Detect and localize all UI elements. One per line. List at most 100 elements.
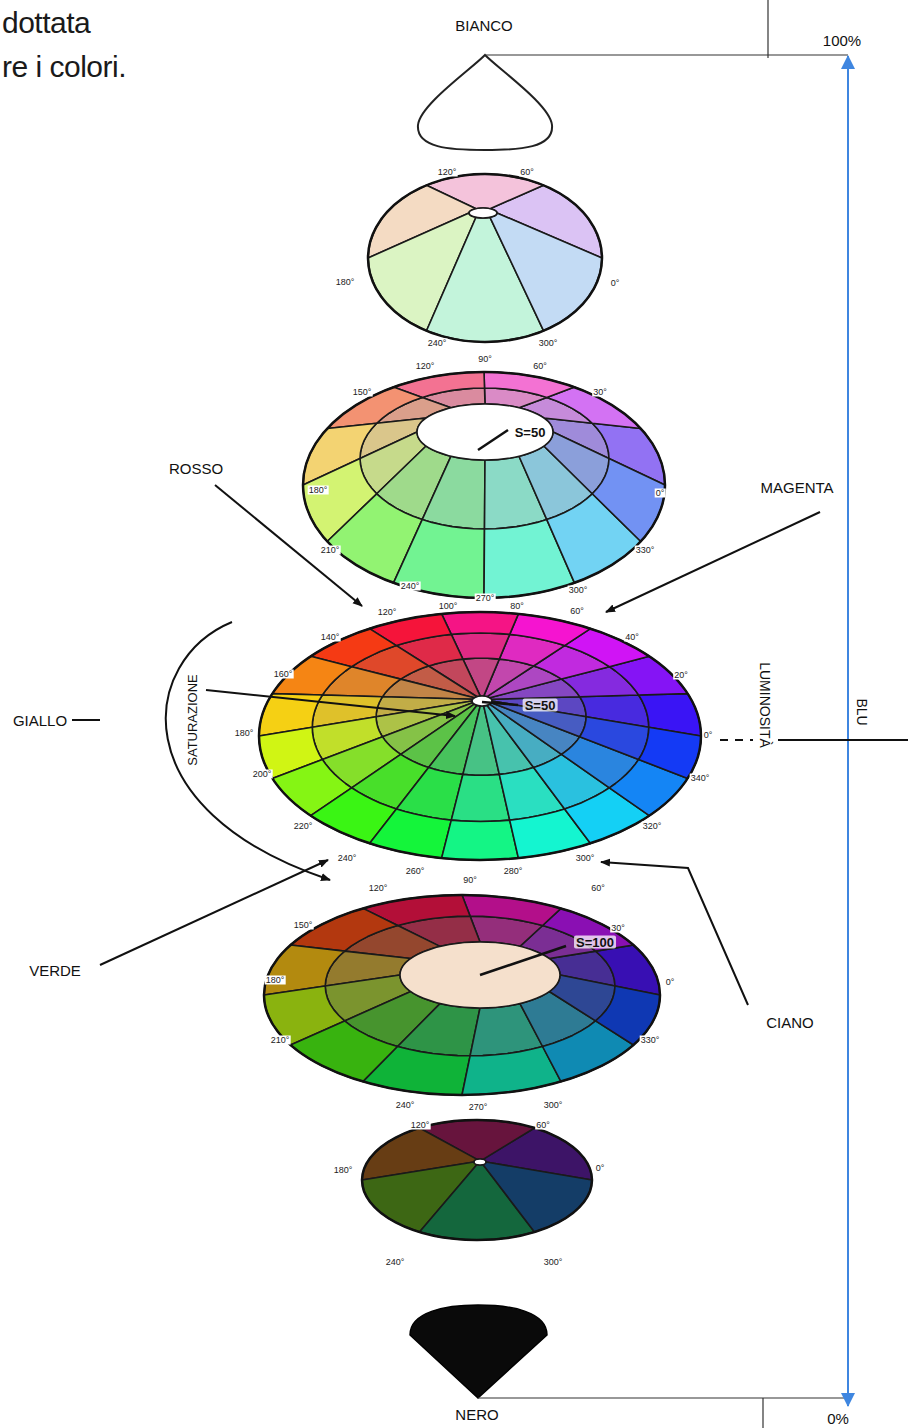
degree-label: 0° — [610, 279, 621, 288]
degree-label: 60° — [569, 607, 585, 616]
degree-label: 0° — [665, 978, 676, 987]
white-cone — [418, 55, 552, 150]
degree-label: 180° — [265, 976, 286, 985]
degree-label: 300° — [538, 339, 559, 348]
layer-rim — [303, 372, 665, 598]
degree-label: 140° — [320, 633, 341, 642]
degree-label: 90° — [462, 876, 478, 885]
degree-label: 0° — [595, 1164, 606, 1173]
color-name: VERDE — [29, 963, 81, 978]
degree-label: 150° — [293, 921, 314, 930]
hue-sector — [442, 820, 519, 860]
degree-label: 240° — [395, 1101, 416, 1110]
degree-label: 240° — [400, 582, 421, 591]
degree-label: 30° — [610, 924, 626, 933]
saturation-value: S=50 — [523, 699, 558, 712]
hue-layers — [259, 174, 701, 1240]
axis-end-label: BIANCO — [455, 18, 513, 33]
degree-label: 0° — [655, 489, 666, 498]
degree-label: 240° — [337, 854, 358, 863]
leader-lines — [72, 430, 820, 1005]
color-name: MAGENTA — [760, 480, 833, 495]
axis-title: LUMINOSITÀ — [758, 660, 772, 750]
degree-label: 60° — [519, 168, 535, 177]
caption-text: re i colori. — [2, 52, 126, 82]
layer-rim — [362, 1120, 592, 1240]
degree-label: 120° — [368, 884, 389, 893]
hue-sector — [547, 387, 641, 428]
degree-label: 300° — [575, 854, 596, 863]
degree-label: 300° — [543, 1101, 564, 1110]
degree-label: 60° — [535, 1121, 551, 1130]
hue-sector — [580, 717, 649, 760]
hue-sector — [483, 1162, 592, 1232]
hue-sector — [462, 895, 561, 926]
degree-label: 120° — [377, 608, 398, 617]
center-hole — [472, 696, 492, 706]
degree-label: 160° — [273, 670, 294, 679]
degree-label: 210° — [270, 1036, 291, 1045]
degree-label: 240° — [427, 339, 448, 348]
caption-text: dottata — [2, 8, 90, 38]
color-name: CIANO — [766, 1015, 814, 1030]
degree-label: 180° — [234, 729, 255, 738]
degree-label: 120° — [410, 1121, 431, 1130]
hue-sector — [394, 520, 485, 598]
degree-label: 300° — [543, 1258, 564, 1267]
hue-sector — [422, 456, 485, 529]
layer-rim — [264, 895, 660, 1095]
degree-label: 240° — [385, 1258, 406, 1267]
layer-rim — [259, 612, 701, 860]
frame-lines — [478, 0, 908, 1428]
hue-sector — [398, 1004, 480, 1056]
degree-label: 150° — [352, 388, 373, 397]
degree-label: 40° — [624, 633, 640, 642]
degree-label: 320° — [642, 822, 663, 831]
saturation-value: S=50 — [513, 426, 548, 439]
hue-sector — [490, 213, 602, 331]
degree-label: 20° — [673, 671, 689, 680]
degree-label: 120° — [415, 362, 436, 371]
degree-label: 330° — [635, 546, 656, 555]
layer-rim — [368, 174, 602, 342]
degree-label: 330° — [640, 1036, 661, 1045]
hue-sector — [272, 656, 351, 695]
hue-sector — [264, 945, 345, 995]
color-name: GIALLO — [13, 713, 67, 728]
hue-sector — [543, 908, 634, 951]
saturation-value: S=100 — [574, 936, 616, 949]
percent-label: 100% — [823, 33, 861, 48]
degree-label: 210° — [320, 546, 341, 555]
center-hole — [474, 1159, 486, 1165]
hue-sector — [327, 387, 422, 428]
degree-label: 340° — [690, 774, 711, 783]
black-cone — [410, 1305, 547, 1398]
axis-end-label: NERO — [455, 1407, 498, 1422]
degree-label: 100° — [438, 602, 459, 611]
degree-label: 90° — [477, 355, 493, 364]
percent-label: 0% — [827, 1411, 849, 1426]
hue-sector — [363, 1047, 470, 1096]
degree-label: 280° — [503, 867, 524, 876]
degree-label: 270° — [475, 594, 496, 603]
degree-label: 270° — [468, 1103, 489, 1112]
degree-label: 180° — [333, 1166, 354, 1175]
degree-label: 180° — [308, 486, 329, 495]
hue-sector — [442, 612, 519, 634]
hue-sector — [592, 459, 665, 542]
degree-label: 60° — [532, 362, 548, 371]
degree-label: 200° — [252, 770, 273, 779]
degree-label: 30° — [592, 388, 608, 397]
degree-label: 260° — [405, 867, 426, 876]
degree-label: 300° — [568, 586, 589, 595]
axis-title: SATURAZIONE — [186, 672, 199, 768]
center-hole — [469, 208, 497, 218]
degree-label: 0° — [703, 731, 714, 740]
hue-sector — [596, 986, 660, 1045]
degree-label: 60° — [590, 884, 606, 893]
color-name: ROSSO — [169, 461, 223, 476]
degree-label: 80° — [509, 602, 525, 611]
degree-label: 220° — [293, 822, 314, 831]
color-name: BLU — [855, 696, 869, 727]
center-hole — [417, 404, 553, 460]
